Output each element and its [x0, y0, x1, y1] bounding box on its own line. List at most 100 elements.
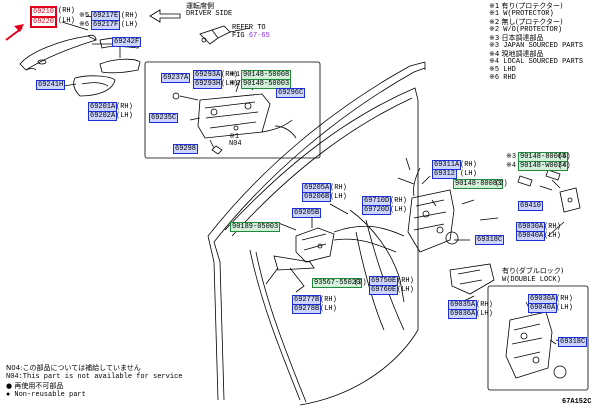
callout-69318c-double[interactable]: 69318C — [558, 337, 588, 347]
suffix-rh-69205a: (RH) — [330, 184, 347, 192]
legend-item-2: ※1 W(PROTECTOR) — [489, 10, 554, 18]
suffix-c4-w0034: (4) — [558, 162, 571, 170]
suffix-c2-80083: (2) — [495, 180, 508, 188]
suffix-lh-69202a: (LH) — [116, 112, 133, 120]
callout-69235c[interactable]: 69235C — [149, 113, 179, 123]
suffix-s4-w0034: ※4 — [506, 162, 517, 170]
double-lock-actuator-drawing — [505, 311, 553, 379]
legend-item-1: ※1 有り(プロテクター) — [489, 2, 563, 10]
suffix-lh-69760e: (LH) — [397, 286, 414, 294]
grommet-drawing — [172, 92, 180, 100]
door-frame-outline — [207, 61, 426, 406]
suffix-n04: N04 — [229, 140, 242, 148]
suffix-s6-69217f: ※6 — [79, 21, 90, 29]
callout-69278b[interactable]: 69278B — [292, 304, 322, 314]
driver-side-arrow — [149, 9, 181, 23]
legend-item-7: ※4 現地調達部品 — [489, 50, 544, 58]
note-n04-jp: N04:この部品については補給していません — [6, 364, 141, 372]
callout-69720d[interactable]: 69720D — [362, 205, 392, 215]
lock-cover-drawing — [445, 231, 459, 245]
legend-item-9: ※5 LHD — [489, 66, 516, 74]
suffix-rh-69210: (RH) — [58, 7, 75, 15]
callout-69202a[interactable]: 69202A — [88, 111, 118, 121]
suffix-rh-69311a: (RH) — [460, 161, 477, 169]
suffix-rh-69750e: (RH) — [397, 277, 414, 285]
outside-handle-drawing — [19, 34, 98, 71]
door-lock-striker-drawing — [551, 179, 581, 213]
suffix-lh-69720d: (LH) — [390, 206, 407, 214]
suffix-rh-69201a: (RH) — [116, 103, 133, 111]
driver-side-jp: 運転席側 — [186, 2, 214, 10]
lock-rod-drawing — [349, 209, 405, 303]
double-lock-jp: 有り(ダブルロック) — [502, 267, 564, 275]
suffix-rh-69217e: (RH) — [121, 12, 138, 20]
suffix-lh-69293h: (LH) — [221, 80, 238, 88]
suffix-rh-69030a-double: (RH) — [556, 295, 573, 303]
callout-69241h[interactable]: 69241H — [36, 80, 66, 90]
suffix-lh-69206b: (LH) — [330, 193, 347, 201]
handle-pad-drawing — [73, 75, 116, 97]
suffix-lh-69278b: (LH) — [320, 305, 337, 313]
callout-69205b[interactable]: 69205B — [292, 208, 322, 218]
callout-69237a[interactable]: 69237A — [161, 73, 191, 83]
suffix-s5-69217e: ※5 — [79, 12, 90, 20]
legend-item-8: ※4 LOCAL SOURCED PARTS — [489, 58, 584, 66]
legend-item-6: ※3 JAPAN SOURCED PARTS — [489, 42, 584, 50]
suffix-rh-69030a: (RH) — [544, 223, 561, 231]
suffix-c4-80065: (4) — [558, 153, 571, 161]
callout-69312[interactable]: 69312 — [432, 169, 458, 179]
callout-69040a-double[interactable]: 69040A — [528, 303, 558, 313]
legend-item-4: ※2 W/O(PROTECTOR) — [489, 26, 563, 34]
suffix-lh-69040a-double: (LH) — [556, 304, 573, 312]
note-n04-en: N04:This part is not available for servi… — [6, 373, 183, 381]
inside-lock-wedge-drawing — [273, 255, 315, 271]
refer-fig[interactable]: FIG 67-65 — [232, 32, 270, 40]
door-trim-bracket-drawing — [449, 263, 495, 295]
figure-id: 67A152C — [562, 398, 592, 406]
driver-side-cylinder — [199, 25, 251, 45]
legend-item-5: ※3 日本調達部品 — [489, 34, 544, 42]
callout-90148-80083[interactable]: 90148-80083 — [453, 179, 504, 189]
suffix-rh-69277b: (RH) — [320, 296, 337, 304]
callout-69410[interactable]: 69410 — [518, 201, 544, 211]
suffix-lh-69040a: (LH) — [544, 232, 561, 240]
callout-93567-55020[interactable]: 93567-55020 — [312, 278, 363, 288]
callout-69298[interactable]: 69298 — [173, 144, 199, 154]
handle-frame-drawing — [99, 58, 141, 74]
suffix-c2-93567: (2) — [354, 279, 367, 287]
double-lock-en: W(DOUBLE LOCK) — [502, 276, 561, 284]
refer-fig-prefix: FIG — [232, 32, 245, 40]
callout-69036a[interactable]: 69036A — [448, 309, 478, 319]
handle-mechanism-inset — [144, 61, 321, 159]
callout-69242f[interactable]: 69242F — [112, 37, 142, 47]
legend-item-3: ※2 無し(プロテクター) — [489, 18, 563, 26]
note-non-reusable-en: ● Non-reusable part — [6, 391, 86, 399]
callout-69318c[interactable]: 69318C — [475, 235, 505, 245]
legend: ※1 有り(プロテクター) ※1 W(PROTECTOR) ※2 無し(プロテク… — [489, 2, 583, 82]
suffix-rh-69035a: (RH) — [476, 301, 493, 309]
suffix-lh-69312: (LH) — [460, 170, 477, 178]
refer-fig-link[interactable]: 67-65 — [248, 32, 270, 40]
suffix-lh-69220: (LH) — [58, 17, 75, 25]
callout-69296c[interactable]: 69296C — [276, 88, 306, 98]
door-lock-assembly-drawing — [405, 157, 455, 253]
callout-69206b[interactable]: 69206B — [302, 192, 332, 202]
suffix-s1-90148-50008: ※1 — [230, 71, 241, 79]
callout-90148-50003[interactable]: 90148-50003 — [241, 79, 292, 89]
callout-69760e[interactable]: 69760E — [369, 285, 399, 295]
suffix-lh-69036a: (LH) — [476, 310, 493, 318]
callout-69217f[interactable]: 69217F — [91, 20, 121, 30]
callout-69040a[interactable]: 69040A — [516, 231, 546, 241]
note-non-reusable-jp: ● 再使用不可部品 — [6, 382, 64, 390]
suffix-s3-80065: ※3 — [506, 153, 517, 161]
lock-cable-drawing — [333, 238, 397, 253]
suffix-lh-69217f: (LH) — [121, 21, 138, 29]
callout-69293h[interactable]: 69293H — [193, 79, 223, 89]
suffix-s1-inset: ※1 — [229, 133, 240, 141]
callout-90189-05003[interactable]: 90189-05003 — [230, 222, 281, 232]
callout-90148-w0034[interactable]: 90148-W0034 — [518, 161, 569, 171]
suffix-rh-69710d: (RH) — [390, 197, 407, 205]
suffix-s2-90148-50003: ※2 — [230, 80, 241, 88]
callout-69220[interactable]: 69220 — [30, 16, 58, 28]
